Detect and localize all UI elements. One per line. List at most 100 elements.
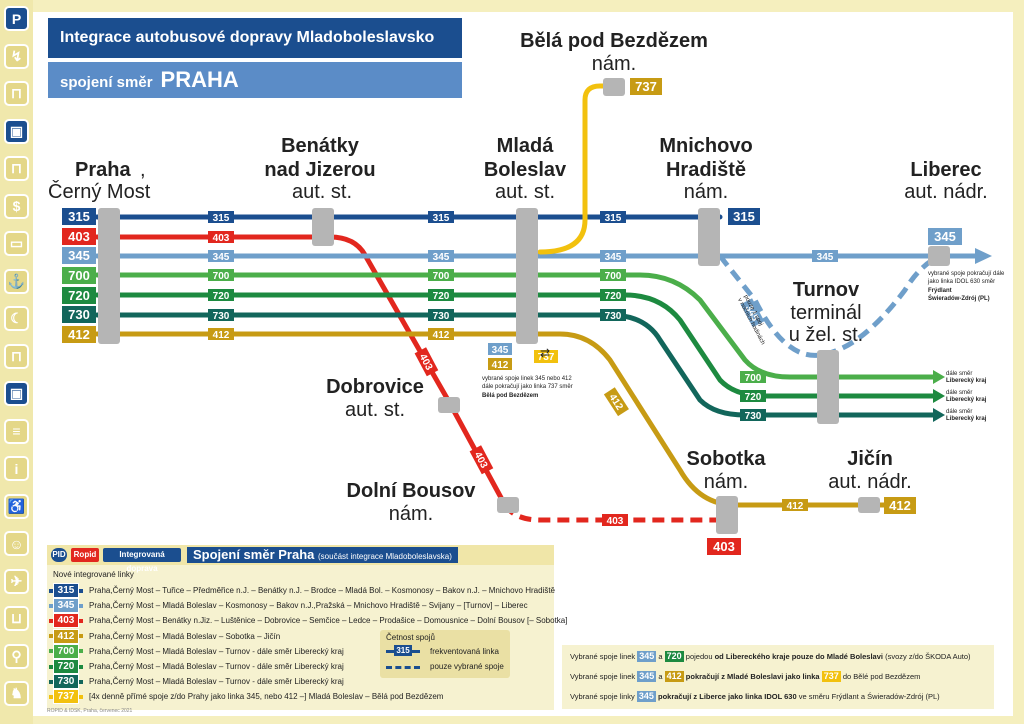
label-345-c: 345: [605, 252, 622, 263]
line-737-path: [537, 83, 623, 255]
station-dobrovice-name: Dobrovice: [326, 376, 424, 398]
note-2-a: Vybrané spoje linek: [570, 672, 636, 681]
note-2-badge-737: 737: [821, 671, 841, 682]
pid-logo: PID: [51, 548, 67, 562]
stop-liberec: [928, 246, 950, 266]
label-315-a: 315: [213, 213, 230, 224]
plane-icon[interactable]: ✈: [4, 568, 29, 594]
station-benatky-name2: nad Jizerou: [264, 159, 375, 181]
trolleybus-icon[interactable]: ⊓: [4, 156, 29, 181]
dale-730-2: Liberecký kraj: [946, 416, 987, 422]
legend-row: 737[4x denně přímé spoje z/do Prahy jako…: [49, 689, 443, 705]
station-mnichovo-name1: Mnichovo: [659, 135, 752, 157]
station-dolni-sub: nám.: [389, 503, 433, 525]
station-liberec-name: Liberec: [910, 159, 981, 181]
legend-route-text: Praha,Černý Most – Mladá Boleslav – Turn…: [89, 662, 344, 671]
label-730-c: 730: [605, 311, 622, 322]
legend-route-text: Praha,Černý Most – Mladá Boleslav – Turn…: [89, 677, 344, 687]
freq-dashed-line: [386, 666, 420, 669]
legend-title: Spojení směr Praha (součást integrace Ml…: [187, 547, 458, 563]
transfer-icon[interactable]: ↯: [4, 43, 29, 69]
station-praha-name: Praha: [75, 159, 131, 181]
stop-mlada: [516, 208, 538, 344]
note-2-c: a: [658, 672, 663, 681]
label-700-a: 700: [213, 271, 230, 282]
tram-icon[interactable]: ⊓: [4, 81, 29, 106]
mb-note-3: Bělá pod Bezdězem: [482, 393, 538, 399]
bicycle-icon[interactable]: ⚲: [4, 643, 29, 669]
badge-345-left: 345: [68, 248, 90, 263]
badge-412-left: 412: [68, 327, 90, 342]
note-3-d: ve směru Frýdlant a Świeradów-Zdrój (PL): [798, 692, 940, 701]
station-mnichovo-sub: nám.: [684, 181, 728, 203]
note-2-badge-412: 412: [664, 671, 684, 682]
label-345-mb: 345: [492, 345, 509, 356]
sidebar: P ↯ ⊓ ▣ ⊓ $ ▭ ⚓ ☾ ⊓ ▣ ≡ i ♿ ☺ ✈ ⊔ ⚲ ♞: [0, 0, 33, 724]
badge-403-sobotka: 403: [713, 539, 735, 554]
station-mlada-name2: Boleslav: [484, 159, 567, 181]
station-bela-sub: nám.: [592, 53, 636, 75]
dale-700-1: dále směr: [946, 371, 972, 377]
label-403-a: 403: [213, 233, 230, 244]
stop-sobotka: [716, 496, 738, 534]
station-sobotka-sub: nám.: [704, 471, 748, 493]
note-3-a: Vybrané spoje linky: [570, 692, 635, 701]
label-345-b: 345: [433, 252, 450, 263]
label-345-d: 345: [817, 252, 834, 263]
wheelchair-icon[interactable]: ♿: [4, 493, 29, 519]
legend-route-text: Praha,Černý Most – Mladá Boleslav – Kosm…: [89, 601, 528, 611]
station-turnov-name: Turnov: [793, 279, 860, 301]
night-icon[interactable]: ☾: [4, 306, 29, 331]
label-700-b: 700: [433, 271, 450, 282]
dale-720-1: dále směr: [946, 390, 972, 396]
station-benatky-name1: Benátky: [281, 135, 360, 157]
stop-dolni: [497, 497, 519, 513]
note-1: Vybrané spoje linek 345 a 720 pojedou od…: [570, 651, 971, 662]
station-mnichovo-name2: Hradiště: [666, 159, 746, 181]
station-jicin-name: Jičín: [847, 448, 893, 470]
pid-logo-icon[interactable]: P: [4, 6, 29, 31]
badge-345-liberec: 345: [934, 229, 956, 244]
note-1-a: Vybrané spoje linek: [570, 652, 636, 661]
document-icon[interactable]: ≡: [4, 418, 29, 444]
dale-720-2: Liberecký kraj: [946, 397, 987, 403]
bus-icon[interactable]: ▣: [4, 118, 29, 144]
note-2-g: do Bělé pod Bezdězem: [842, 672, 921, 681]
note-1-badge-345: 345: [637, 651, 657, 662]
legend-route-text: Praha,Černý Most – Benátky n.Jiz. – Lušt…: [89, 616, 568, 626]
badge-720-left: 720: [68, 288, 90, 303]
station-praha-sub: Černý Most: [48, 180, 151, 203]
lib-note-2: jako linka IDOL 630 směr: [927, 279, 995, 285]
money-icon[interactable]: $: [4, 193, 29, 219]
station-bela-name: Bělá pod Bezdězem: [520, 30, 708, 52]
frequency-box: Četnost spojů 315 frekventovaná linka po…: [380, 630, 510, 678]
legend-panel: PID Ropid Integrovaná doprava Spojení sm…: [47, 545, 567, 710]
family-icon[interactable]: ☺: [4, 531, 29, 556]
label-412-b: 412: [433, 330, 450, 341]
note-2: Vybrané spoje linek 345 a 412 pokračují …: [570, 671, 920, 682]
note-3: Vybrané spoje linky 345 pokračují z Libe…: [570, 691, 940, 702]
note-1-g: (svozy z/do ŠKODA Auto): [885, 652, 971, 661]
freq-selected-label: pouze vybrané spoje: [430, 662, 504, 671]
anchor-icon[interactable]: ⚓: [4, 268, 29, 294]
info-icon[interactable]: i: [4, 456, 29, 481]
badge-315-mnichovo: 315: [733, 209, 755, 224]
badge-403-left: 403: [68, 229, 90, 244]
liberec-arrow: [975, 248, 992, 264]
note-1-badge-720: 720: [664, 651, 684, 662]
freq-badge: 315: [394, 645, 412, 656]
label-403-dashed: 403: [607, 516, 624, 527]
ticket-icon[interactable]: ▭: [4, 231, 29, 256]
mb-note-2: dále pokračují jako linka 737 směr: [482, 384, 573, 390]
legend-header: PID Ropid Integrovaná doprava Spojení sm…: [47, 545, 554, 573]
stairs-icon[interactable]: ⊓: [4, 343, 29, 369]
regional-bus-icon[interactable]: ▣: [4, 381, 29, 406]
stroller-icon[interactable]: ⊔: [4, 606, 29, 631]
notes-panel: Vybrané spoje linek 345 a 720 pojedou od…: [562, 645, 994, 709]
stop-bela: [603, 78, 625, 96]
stop-jicin: [858, 497, 880, 513]
dog-icon[interactable]: ♞: [4, 681, 29, 706]
arrow-720: [933, 389, 945, 403]
